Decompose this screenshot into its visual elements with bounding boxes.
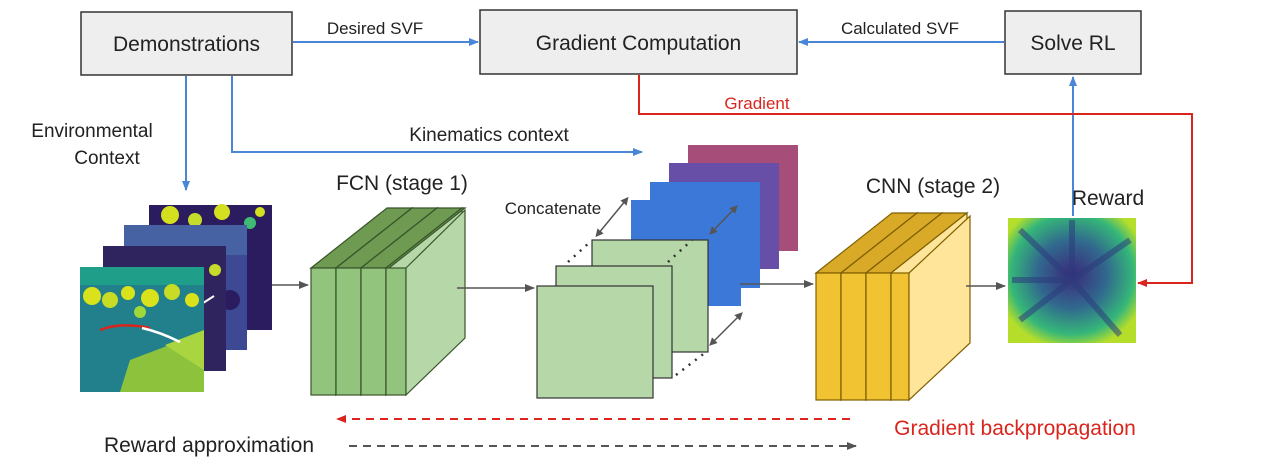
env-map-layer-1 bbox=[80, 267, 204, 392]
gradient-arrow bbox=[638, 75, 1193, 287]
reward-label: Reward bbox=[1072, 187, 1144, 210]
concat-link-arrow bbox=[709, 312, 743, 346]
fcn-block: FCN (stage 1) bbox=[309, 172, 468, 397]
gradient-computation-label: Gradient Computation bbox=[536, 32, 741, 55]
fcn-layer bbox=[384, 207, 467, 397]
environmental-context-label-2: Context bbox=[74, 148, 140, 169]
fcn-label: FCN (stage 1) bbox=[336, 172, 468, 195]
dotted-edge bbox=[667, 239, 693, 263]
demonstrations-label: Demonstrations bbox=[113, 33, 260, 56]
calculated-svf-label: Calculated SVF bbox=[841, 19, 959, 38]
environmental-context-label-1: Environmental bbox=[31, 121, 152, 142]
kinematics-context-arrow bbox=[231, 76, 643, 156]
dotted-edge bbox=[567, 241, 591, 263]
gradient-label: Gradient bbox=[724, 94, 789, 113]
legend: Gradient backpropagation Reward approxim… bbox=[104, 415, 1136, 457]
reward-map: Reward bbox=[1008, 187, 1144, 343]
kinematics-context-label: Kinematics context bbox=[409, 125, 569, 146]
cnn-layer bbox=[890, 214, 971, 402]
concat-link-arrow bbox=[595, 196, 629, 238]
env-feature-map bbox=[536, 285, 654, 399]
backprop-legend-label: Gradient backpropagation bbox=[894, 417, 1136, 440]
demonstrations-box: Demonstrations bbox=[80, 11, 293, 76]
concatenation-stack: Concatenate bbox=[505, 145, 798, 399]
cnn-label: CNN (stage 2) bbox=[866, 175, 1000, 198]
reward-approx-legend-label: Reward approximation bbox=[104, 434, 314, 457]
gradient-computation-box: Gradient Computation bbox=[479, 9, 798, 75]
dotted-edge bbox=[675, 351, 707, 376]
concat-link-arrow bbox=[709, 205, 738, 235]
environment-map-stack bbox=[80, 204, 272, 392]
desired-svf-label: Desired SVF bbox=[327, 19, 423, 38]
concatenate-label: Concatenate bbox=[505, 199, 601, 218]
solve-rl-label: Solve RL bbox=[1030, 32, 1115, 55]
cnn-block: CNN (stage 2) bbox=[814, 175, 1000, 402]
solve-rl-box: Solve RL bbox=[1004, 10, 1142, 75]
